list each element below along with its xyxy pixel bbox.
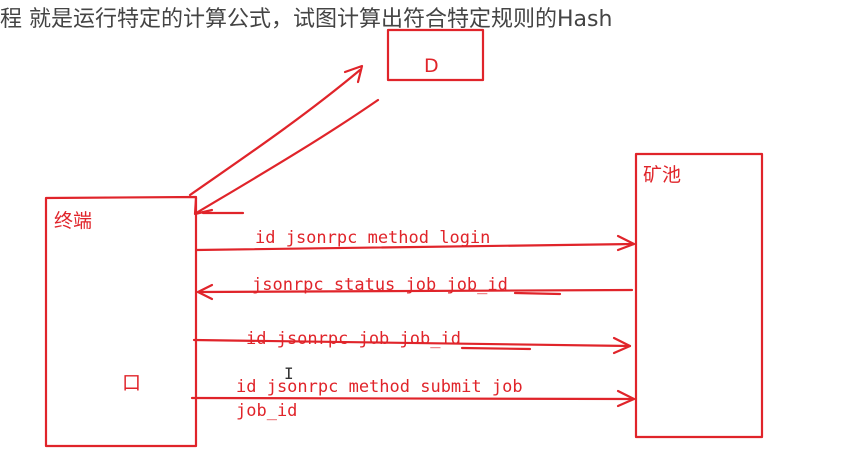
text-cursor-icon: I — [284, 364, 294, 383]
header-text: 程 就是运行特定的计算公式，试图计算出符合特定规则的Hash — [0, 7, 613, 32]
terminal-node: 终端 口 — [44, 195, 198, 448]
arrow-down-to-terminal — [196, 98, 380, 214]
message-job-ack-head — [612, 336, 632, 355]
message-login-label: id jsonrpc method login — [255, 228, 490, 248]
terminal-label: 终端 — [54, 210, 92, 232]
pool-border — [634, 152, 764, 439]
inner-mark: 口 — [122, 372, 141, 394]
message-submit-label-2: job_id — [236, 401, 297, 421]
message-job-ack: id jsonrpc job job_id — [192, 329, 632, 355]
message-job-ack-underline — [460, 346, 532, 351]
top-box: D — [386, 28, 485, 82]
message-job-notify-head — [196, 283, 214, 301]
message-job-notify: jsonrpc status job job_id — [196, 275, 634, 301]
message-job-ack-arrow — [192, 338, 632, 348]
top-box-border — [386, 28, 485, 82]
message-job-ack-label: id jsonrpc job job_id — [246, 329, 461, 349]
message-job-notify-arrow — [196, 288, 634, 294]
message-login: id jsonrpc method login — [194, 228, 636, 252]
message-login-arrow — [194, 242, 636, 252]
message-job-notify-underline — [513, 291, 562, 296]
message-submit-head — [616, 389, 636, 408]
arrow-up-head — [343, 64, 364, 84]
message-submit: id jsonrpc method submit job job_id — [190, 377, 636, 421]
terminal-border — [44, 195, 198, 448]
message-submit-label: id jsonrpc method submit job — [236, 377, 523, 397]
pool-node: 矿池 — [634, 152, 764, 439]
pool-label: 矿池 — [643, 164, 681, 186]
message-login-head — [616, 234, 636, 252]
terminal-topbox-arrows — [188, 64, 380, 216]
message-submit-arrow — [190, 396, 636, 401]
arrow-up-to-top-box — [188, 68, 362, 197]
top-box-label: D — [424, 55, 439, 77]
